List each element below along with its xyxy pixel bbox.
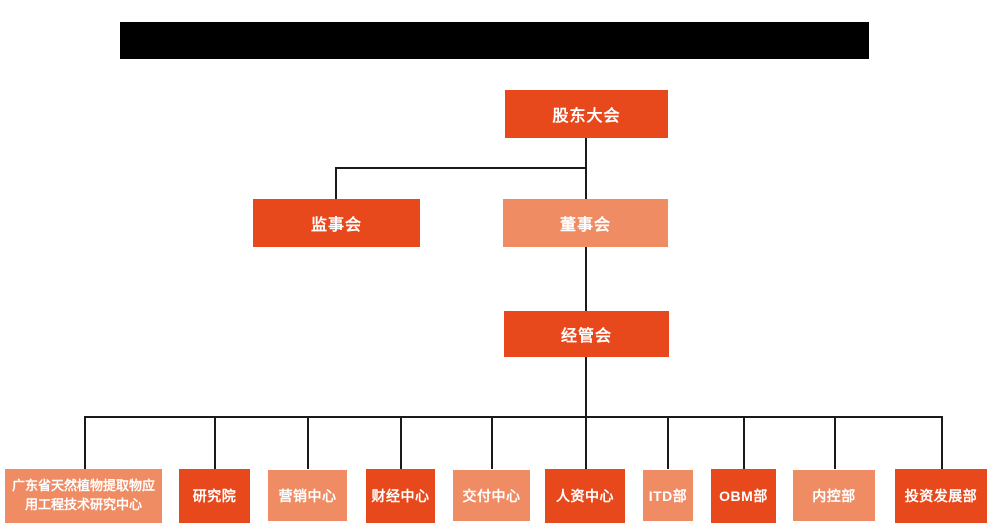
node-label: 股东大会 <box>552 108 621 125</box>
connector-board-to-management <box>585 247 587 311</box>
node-label: 财经中心 <box>371 488 430 504</box>
connector-drop-marketing <box>307 416 309 469</box>
connector-shareholders-down <box>585 138 587 168</box>
node-label: 经管会 <box>560 328 612 345</box>
node-label: 研究院 <box>192 488 237 504</box>
connector-drop-research-center <box>84 416 86 469</box>
node-dept-research-institute: 研究院 <box>179 469 250 523</box>
node-supervisory-board: 监事会 <box>253 199 420 247</box>
node-dept-investment-development: 投资发展部 <box>895 469 987 523</box>
connector-drop-investment <box>941 416 943 469</box>
node-dept-delivery-center: 交付中心 <box>453 470 530 521</box>
connector-drop-hr <box>585 416 587 469</box>
node-label: 广东省天然植物提取物应用工程技术研究中心 <box>11 478 155 512</box>
redacted-title-bar <box>120 22 869 59</box>
connector-drop-obm <box>743 416 745 469</box>
connector-drop-research-institute <box>214 416 216 469</box>
node-label: 人资中心 <box>556 488 614 504</box>
node-label: 交付中心 <box>462 487 521 504</box>
node-shareholders-meeting: 股东大会 <box>505 90 668 138</box>
node-dept-marketing-center: 营销中心 <box>268 470 347 521</box>
node-board-of-directors: 董事会 <box>503 199 668 247</box>
node-dept-finance-center: 财经中心 <box>366 469 435 523</box>
node-dept-itd: ITD部 <box>643 470 693 521</box>
connector-supervisory-drop <box>335 167 337 199</box>
node-dept-obm: OBM部 <box>711 469 776 523</box>
node-label: 营销中心 <box>278 487 337 504</box>
node-label: 董事会 <box>559 217 611 234</box>
node-dept-internal-control: 内控部 <box>793 470 875 521</box>
connector-departments-horizontal <box>84 416 943 418</box>
connector-drop-delivery <box>491 416 493 469</box>
connector-level2-horizontal <box>335 167 587 169</box>
connector-board-drop <box>585 167 587 199</box>
node-label: ITD部 <box>648 487 688 504</box>
node-label: 投资发展部 <box>904 488 978 504</box>
node-management-committee: 经管会 <box>504 311 669 357</box>
node-label: OBM部 <box>719 488 768 504</box>
connector-drop-internal-control <box>834 416 836 469</box>
node-label: 监事会 <box>310 217 362 234</box>
node-label: 内控部 <box>812 487 856 504</box>
connector-management-down <box>585 357 587 416</box>
connector-drop-itd <box>667 416 669 469</box>
node-dept-hr-center: 人资中心 <box>545 469 625 523</box>
node-dept-research-center: 广东省天然植物提取物应用工程技术研究中心 <box>5 469 162 523</box>
connector-drop-finance <box>400 416 402 469</box>
